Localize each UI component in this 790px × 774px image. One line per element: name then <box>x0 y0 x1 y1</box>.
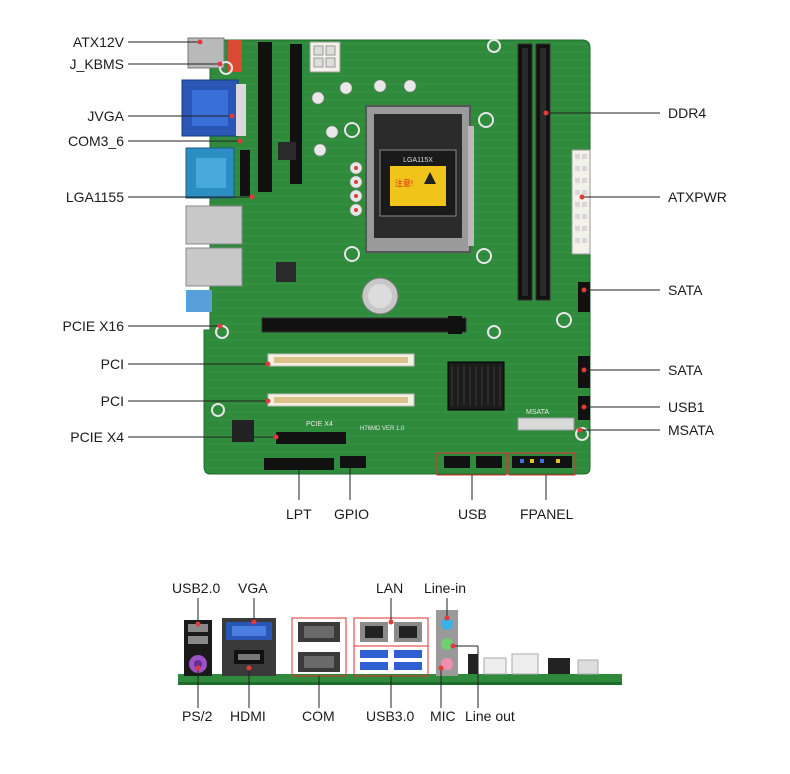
label-pcie-x4: PCIE X4 <box>70 429 124 445</box>
label-usb: USB <box>458 506 487 522</box>
io-usb3-port-1 <box>360 650 388 658</box>
pcie-x4-slot <box>276 432 346 444</box>
io-label-usb2: USB2.0 <box>172 580 221 596</box>
pcie-x4-text: PCIE X4 <box>306 421 333 428</box>
label-lga1155: LGA1155 <box>65 189 124 205</box>
msata-slot <box>517 417 575 431</box>
lan-usb-stack-1 <box>185 205 243 245</box>
io-label-hdmi: HDMI <box>230 708 266 724</box>
pcie-x16-slot <box>261 317 467 333</box>
io-line-in-jack <box>441 618 453 630</box>
label-msata: MSATA <box>668 422 715 438</box>
io-label-vga: VGA <box>238 580 268 596</box>
io-usb3-port-2 <box>394 650 422 658</box>
model-text: H76MD VER 1.0 <box>360 426 405 432</box>
label-jvga: JVGA <box>87 108 124 124</box>
label-lpt: LPT <box>286 506 312 522</box>
io-label-ps2: PS/2 <box>182 708 213 724</box>
lpt-header <box>264 458 334 470</box>
label-com3-6: COM3_6 <box>67 133 124 149</box>
io-label-line-out: Line out <box>465 708 515 724</box>
label-usb1: USB1 <box>668 399 705 415</box>
audio-jacks <box>186 290 212 312</box>
cpu-chip-text: LGA115X <box>403 157 433 164</box>
io-label-usb3: USB3.0 <box>366 708 415 724</box>
label-j-kbms: J_KBMS <box>69 56 124 72</box>
label-pci-2: PCI <box>100 393 124 409</box>
label-gpio: GPIO <box>334 506 370 522</box>
label-pcie-x16: PCIE X16 <box>62 318 124 334</box>
label-fpanel: FPANEL <box>520 506 574 522</box>
msata-text: MSATA <box>526 409 549 416</box>
usb-header-2 <box>476 456 502 468</box>
io-label-lan: LAN <box>376 580 404 596</box>
label-sata-2: SATA <box>668 362 703 378</box>
io-label-mic: MIC <box>430 708 456 724</box>
io-label-com: COM <box>302 708 335 724</box>
warning-text: 注意! <box>395 178 413 188</box>
io-mic-jack <box>441 658 453 670</box>
label-atx12v: ATX12V <box>72 34 124 50</box>
lan-usb-stack-2 <box>185 247 243 287</box>
label-pci-1: PCI <box>100 356 124 372</box>
label-atxpwr: ATXPWR <box>668 189 727 205</box>
gpio-header <box>340 456 366 468</box>
usb-header-1 <box>444 456 470 468</box>
label-sata-1: SATA <box>668 282 703 298</box>
io-line-out-jack <box>441 638 453 650</box>
io-label-line-in: Line-in <box>424 580 467 596</box>
label-ddr4: DDR4 <box>668 105 707 121</box>
motherboard-diagram: LGA115X 注意! <box>128 37 660 500</box>
